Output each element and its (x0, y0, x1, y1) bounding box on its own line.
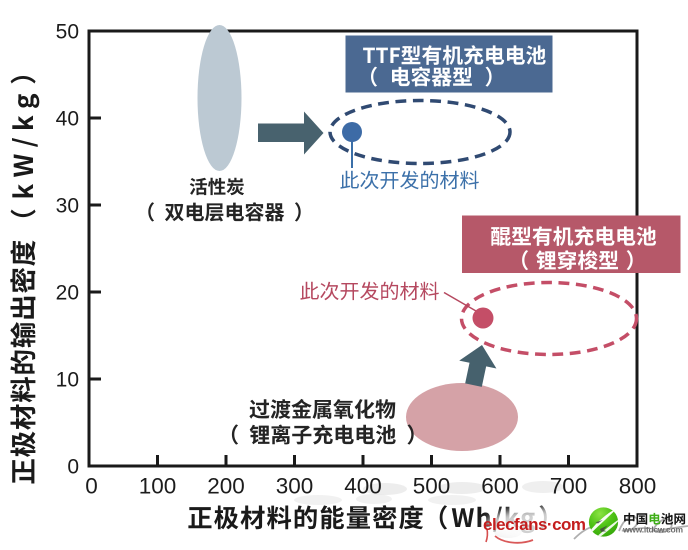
svg-text:0: 0 (85, 474, 98, 499)
svg-text:800: 800 (619, 474, 657, 499)
svg-text:0: 0 (67, 456, 79, 479)
svg-text:30: 30 (56, 195, 79, 218)
svg-text:400: 400 (344, 474, 382, 499)
svg-text:700: 700 (550, 474, 588, 499)
svg-text:10: 10 (56, 369, 79, 392)
svg-text:elecfans·com: elecfans·com (483, 515, 586, 534)
svg-text:40: 40 (56, 108, 79, 131)
svg-text:50: 50 (56, 21, 79, 44)
svg-text:100: 100 (139, 474, 177, 499)
svg-text:500: 500 (413, 474, 451, 499)
svg-text:www.itdcw.com: www.itdcw.com (622, 525, 683, 535)
svg-text:300: 300 (276, 474, 314, 499)
svg-text:20: 20 (56, 282, 79, 305)
svg-text:200: 200 (207, 474, 245, 499)
svg-text:600: 600 (481, 474, 519, 499)
